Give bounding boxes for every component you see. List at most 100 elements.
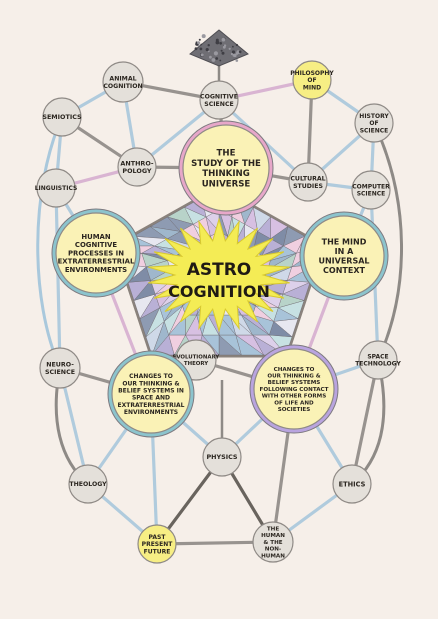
node-label: THE MIND: [322, 237, 367, 246]
node-linguistics: LINGUISTICS: [35, 168, 77, 208]
center-star-shape: [148, 217, 290, 333]
node-label: FUTURE: [144, 548, 171, 555]
node-label: STUDY OF THE: [191, 159, 261, 169]
node-label: TECHNOLOGY: [355, 361, 401, 368]
crystal-grain: [213, 51, 218, 56]
crystal-grain: [219, 59, 222, 62]
center-label-line-2: COGNITION: [168, 282, 270, 301]
node-circle: [102, 61, 144, 103]
node-label: CHANGES TO: [129, 373, 173, 380]
node-circle: [111, 354, 191, 434]
node-label: SCIENCE: [357, 191, 386, 198]
node-label: SCIENCE: [360, 127, 389, 134]
crystal-cone: [189, 29, 249, 67]
crystal-grain: [199, 47, 203, 51]
node-label: ANIMAL: [109, 76, 136, 83]
crystal-grain: [198, 38, 201, 41]
node-neuroscience: NEURO-SCIENCE: [39, 347, 81, 389]
node-circle: [252, 521, 294, 563]
node-label: SOCIETIES: [278, 407, 311, 413]
node-theology: THEOLOGY: [68, 464, 108, 504]
node-label: OF: [369, 120, 378, 127]
crystal-grain: [222, 45, 226, 49]
node-label: BELIEF SYSTEMS IN: [118, 388, 184, 395]
node-label: ETHICS: [339, 480, 366, 488]
astro-cognition-star: ASTRO COGNITION: [148, 217, 290, 333]
crystal-grain: [232, 45, 234, 48]
node-label: NON-: [265, 547, 282, 553]
node-label: PRESENT: [142, 541, 174, 548]
node-label: COGNITION: [103, 83, 142, 90]
node-label: HISTORY: [359, 113, 389, 120]
crystal-grain: [205, 48, 209, 52]
node-circle: [288, 162, 328, 202]
crystal-grain: [197, 41, 201, 45]
node-circle: [303, 215, 385, 297]
node-circle: [202, 437, 242, 477]
node-label: THEOLOGY: [69, 481, 107, 488]
node-label: THE: [217, 149, 236, 159]
node-label: EVOLUTIONARY: [173, 355, 220, 361]
node-label: PROCESSES IN: [68, 249, 124, 257]
node-circle: [358, 340, 398, 380]
edge-space_technology-ethics: [350, 358, 380, 486]
node-label: ENVIRONMENTS: [124, 409, 178, 416]
node-label: EXTRATERRESTRIAL: [58, 258, 135, 266]
frame-left-upper: [36, 116, 64, 369]
node-label: OUR THINKING &: [267, 374, 320, 380]
node-label: FOLLOWING CONTACT: [260, 387, 329, 393]
node-circle: [332, 464, 372, 504]
node-anthropology: ANTHRO-POLOGY: [117, 147, 157, 187]
crystal-grain: [215, 57, 219, 60]
crystal-grain: [194, 47, 198, 51]
node-label: CULTURAL: [290, 175, 325, 182]
node-circle: [55, 212, 137, 294]
crystal-grain: [238, 50, 242, 54]
crystal-grain: [233, 53, 237, 58]
crystal-grain: [231, 50, 236, 54]
node-label: SCIENCE: [204, 101, 233, 108]
node-label: & THE: [263, 540, 282, 546]
node-circle: [354, 103, 394, 143]
crystal-grain: [201, 34, 206, 39]
node-circle: [292, 60, 332, 100]
node-label: ANTHRO-: [120, 159, 153, 167]
crystal-grain: [235, 52, 239, 55]
node-circle: [68, 464, 108, 504]
edge-linguistics-neuroscience: [54, 186, 62, 370]
node-label: COGNITIVE: [75, 241, 117, 249]
node-circle: [36, 168, 76, 208]
node-label: HUMAN: [81, 233, 111, 241]
node-label: UNIVERSAL: [318, 257, 369, 266]
crystal-grain: [230, 52, 233, 56]
node-label: CONTEXT: [323, 266, 365, 275]
node-label: HUMAN: [261, 533, 285, 539]
node-label: WITH OTHER FORMS: [262, 394, 327, 400]
crystal-body: [189, 29, 249, 67]
crystal-grain: [195, 41, 198, 44]
node-label: STUDIES: [293, 183, 323, 190]
crystal-grain: [221, 37, 226, 42]
node-label: OUR THINKING &: [122, 380, 179, 387]
node-label: PHYSICS: [206, 453, 237, 461]
node-label: SCIENCE: [45, 369, 75, 376]
node-label: COMPUTER: [352, 184, 390, 191]
topic-nodes: COGNITIVESCIENCEPHILOSOPHYOFMINDANIMALCO…: [35, 60, 401, 564]
crystal-grain: [200, 53, 204, 57]
frame-right-upper: [372, 122, 403, 361]
node-label: UNIVERSE: [202, 180, 251, 190]
crystal-grain: [211, 58, 216, 62]
node-label: EXTRATERRESTRIAL: [118, 402, 185, 409]
node-circle: [253, 348, 335, 430]
